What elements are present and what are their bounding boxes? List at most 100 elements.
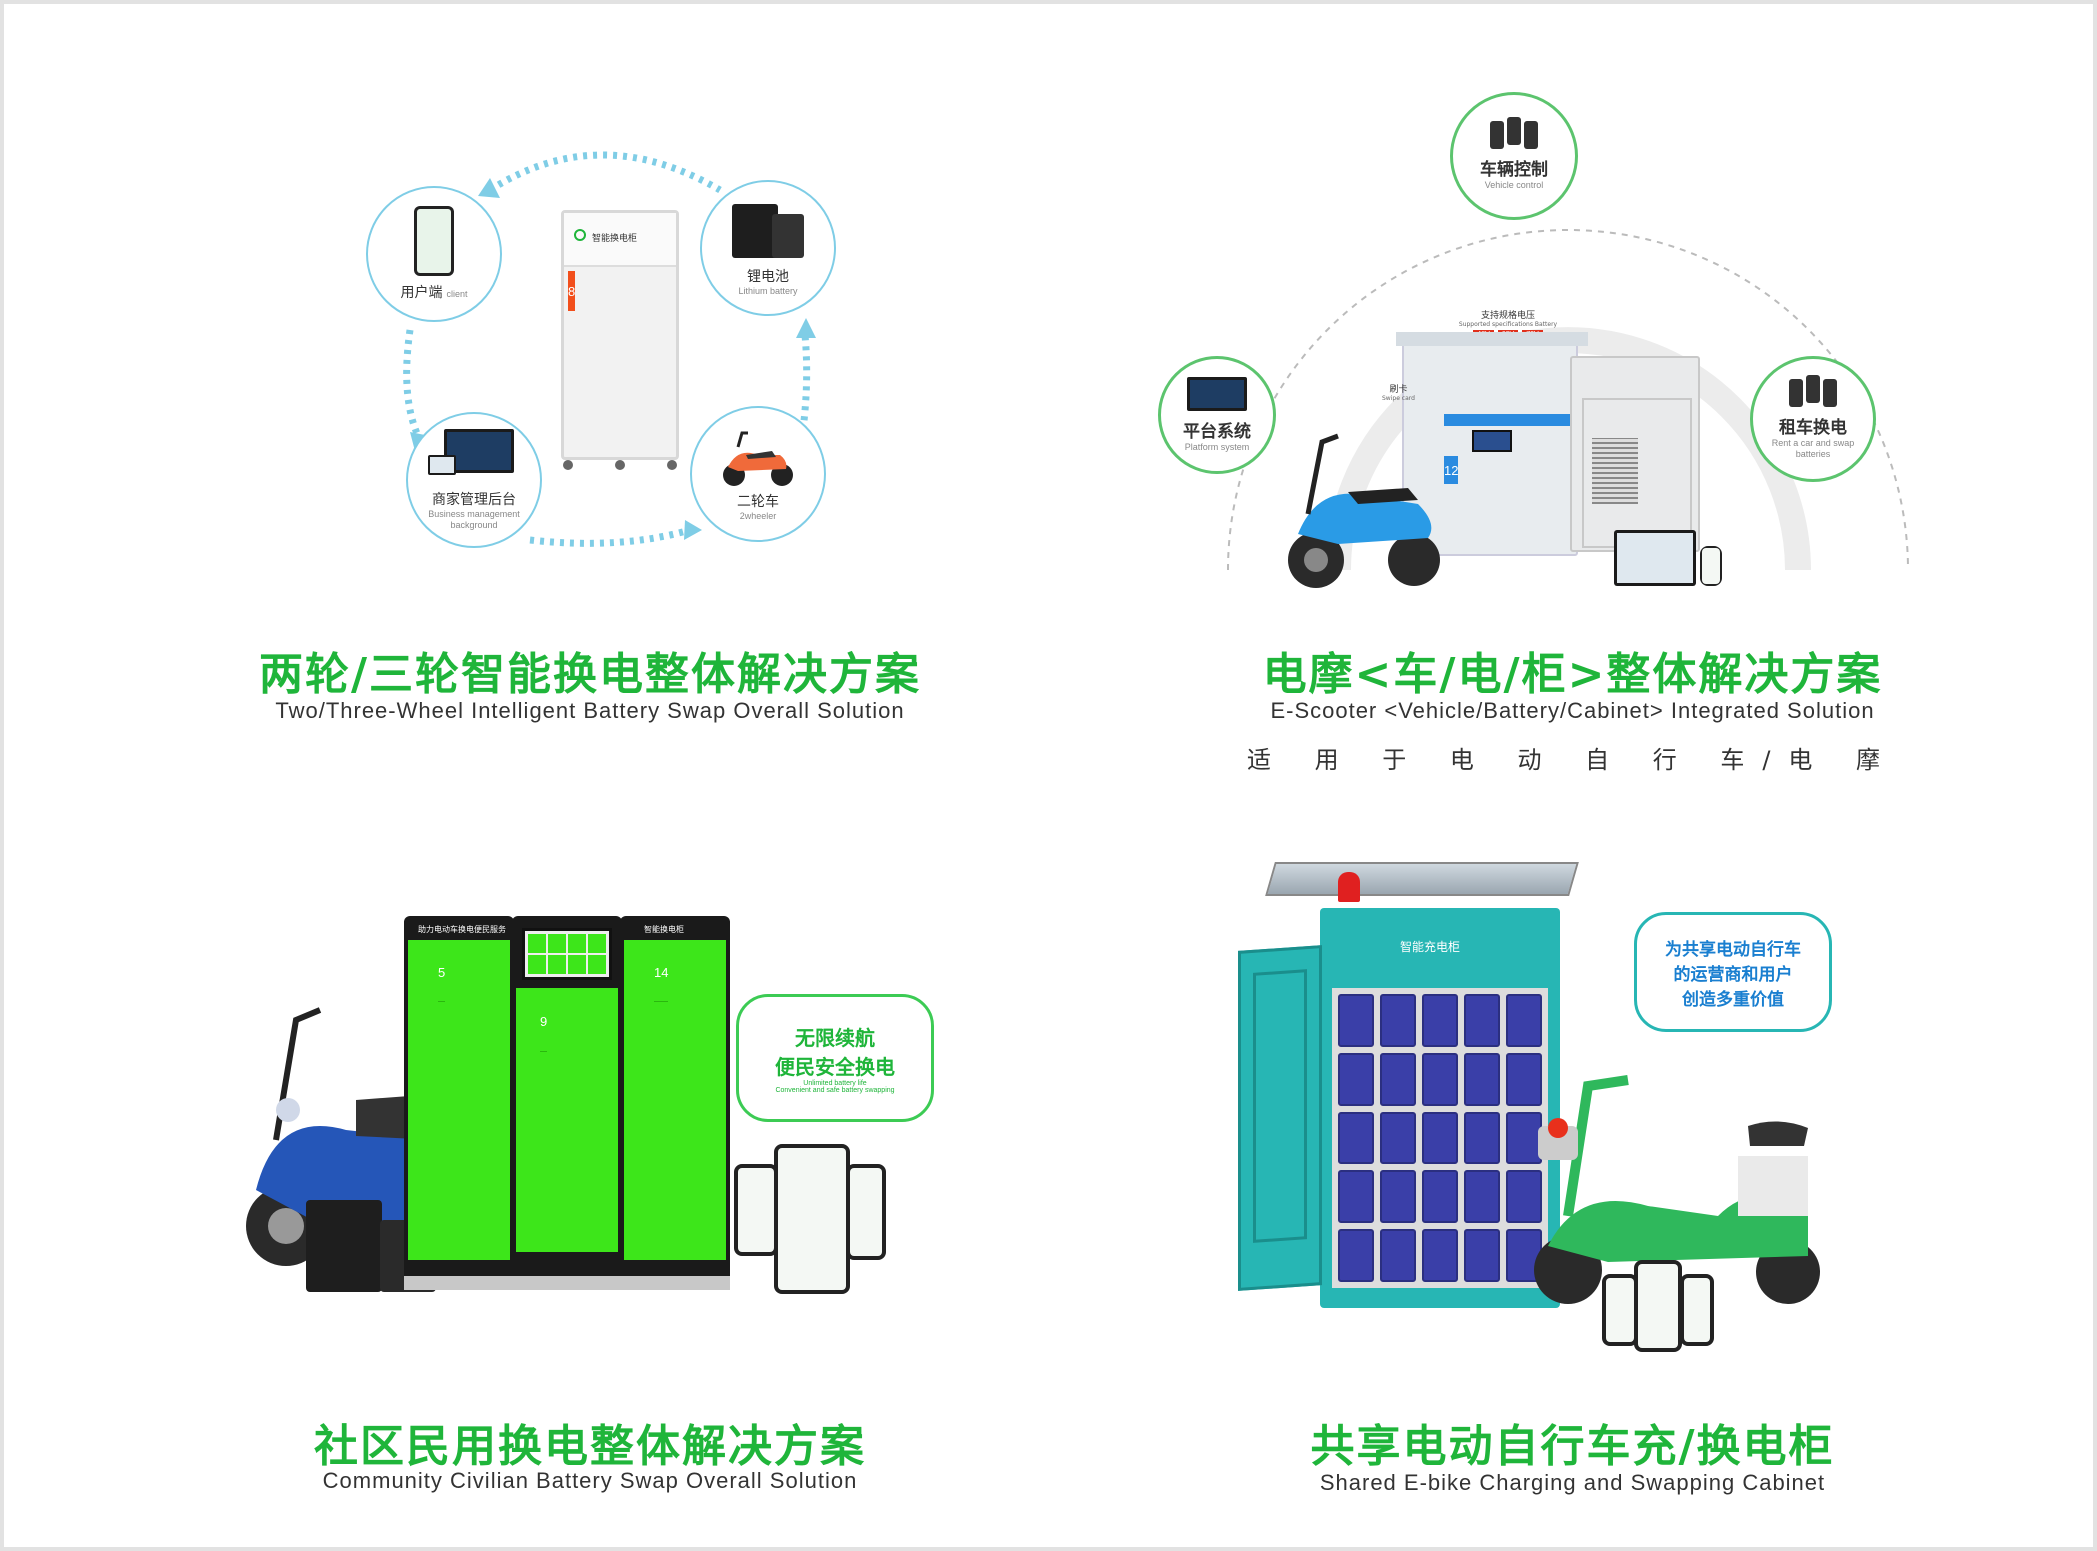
battery-swap-cabinet: 261037114812 [1396, 332, 1588, 556]
locker-door: 9 [540, 992, 548, 1052]
monitor-icon [426, 429, 522, 483]
battery-label: 锂电池 [747, 268, 789, 285]
phones-icon [1789, 374, 1837, 407]
client-label: 用户端 [400, 285, 443, 301]
phone-icon [774, 1144, 850, 1294]
platform-label-en: Platform system [1184, 442, 1250, 452]
vehicle-control-node: 车辆控制 Vehicle control [1450, 92, 1578, 220]
battery-grid [1332, 988, 1548, 1288]
rental-label-en: Rent a car and swap batteries [1771, 437, 1855, 459]
battery-slot [1380, 994, 1416, 1047]
bubble-line3: 创造多重价值 [1682, 989, 1784, 1010]
bubble-en2: Convenient and safe battery swapping [775, 1087, 895, 1094]
logo-icon [574, 229, 586, 241]
panel-shared-ebike: 智能充电柜 为共享电动自行车 的运营商和用户 创造多重价值 共享电动自行车充/换… [1048, 800, 2097, 1520]
voltage-label-en: Supported specifications Battery [1458, 321, 1558, 328]
battery-slot [1338, 994, 1374, 1047]
value-bubble: 为共享电动自行车 的运营商和用户 创造多重价值 [1634, 912, 1832, 1032]
battery-slot [1464, 1170, 1500, 1224]
rental-label: 租车换电 [1779, 417, 1847, 438]
battery-slot [1338, 1111, 1374, 1165]
locker-door: 8 [568, 271, 576, 311]
battery-slot [1380, 1229, 1416, 1282]
battery-slot [1422, 1052, 1458, 1106]
battery-slot [1506, 1052, 1542, 1106]
phone-icon [734, 1164, 778, 1256]
bubble-en1: Unlimited battery life [803, 1080, 867, 1087]
merchant-label: 商家管理后台 [432, 492, 516, 508]
locker-mid: 6789 [512, 916, 622, 1276]
warning-light-icon [1338, 872, 1360, 902]
locker-door: 14 [654, 944, 669, 1002]
locker-base [404, 1276, 730, 1290]
shared-ebike [1534, 1075, 1820, 1304]
phone-icon [1602, 1274, 1638, 1346]
battery-slot [1464, 1052, 1500, 1106]
battery-slot [1506, 1170, 1542, 1224]
two-wheeler-label-en: 2wheeler [739, 510, 777, 521]
locker-door: 12 [1444, 456, 1459, 484]
bubble-line2: 便民安全换电 [775, 1055, 895, 1079]
cabinet-roof [1396, 332, 1588, 346]
panel-community: 助力电动车换电便民服务 12345 6789 智能换电柜 1011121314 … [0, 800, 1048, 1520]
feature-bubble: 无限续航 便民安全换电 Unlimited battery life Conve… [736, 994, 934, 1122]
panel-e-scooter: 车辆控制 Vehicle control 平台系统 Platform syste… [1048, 0, 2097, 800]
battery-slot [1338, 1229, 1374, 1282]
door-column: 6789 [516, 988, 618, 1252]
bubble-line1: 为共享电动自行车 [1665, 939, 1801, 960]
battery-slot [1464, 1229, 1500, 1282]
client-node: 用户端 client [366, 186, 502, 322]
e-scooter [1288, 433, 1440, 588]
phones-icon [1490, 117, 1538, 149]
battery-slot [1422, 1229, 1458, 1282]
vehicle-control-label: 车辆控制 [1480, 160, 1548, 180]
door-column: 1011121314 [624, 940, 726, 1260]
two-wheeler-label: 二轮车 [737, 493, 779, 510]
locker-right-header: 智能换电柜 [644, 925, 684, 934]
vehicle-control-label-en: Vehicle control [1484, 180, 1544, 190]
cabinet-label: 智能充电柜 [1400, 940, 1461, 954]
battery-slot [1464, 1111, 1500, 1165]
two-wheeler-node: 二轮车 2wheeler [690, 406, 826, 542]
battery-slot [1338, 1052, 1374, 1106]
panel3-title: 社区民用换电整体解决方案 [314, 1421, 866, 1472]
panel2-cn-subtitle: 适 用 于 电 动 自 行 车/电 摩 [1246, 746, 1899, 774]
voltage-label: 支持规格电压 [1480, 311, 1535, 321]
client-label-en: client [446, 289, 468, 299]
battery-slot [1422, 1170, 1458, 1224]
card-label-en: Swipe card [1382, 395, 1415, 402]
battery-slot [1380, 1170, 1416, 1224]
panel2-title: 电摩<车/电/柜>整体解决方案 [1262, 649, 1883, 700]
panel4-title: 共享电动自行车充/换电柜 [1310, 1421, 1835, 1472]
phone-icon [414, 206, 454, 276]
platform-node: 平台系统 Platform system [1158, 356, 1276, 474]
door-column: 12345 [408, 940, 510, 1260]
swap-cabinet: 智能换电柜 12345678 [561, 210, 679, 460]
cabinet-header-label: 智能换电柜 [592, 234, 638, 244]
charging-cabinet [1570, 356, 1700, 552]
panel-two-three-wheel: 用户端 client 锂电池 Lithium battery 商家管理后台 Bu… [0, 0, 1048, 780]
battery-icon [728, 200, 808, 260]
locker-left: 助力电动车换电便民服务 12345 [404, 916, 514, 1276]
rental-node: 租车换电 Rent a car and swap batteries [1750, 356, 1876, 482]
battery-slot [1506, 1111, 1542, 1165]
card-label: 刷卡 [1389, 385, 1408, 395]
cabinet-door [1238, 945, 1322, 1291]
card-label-box: 刷卡 Swipe card [1382, 382, 1415, 402]
battery-node: 锂电池 Lithium battery [700, 180, 836, 316]
battery-slot [1338, 1170, 1374, 1224]
monitor-icon [1614, 530, 1696, 586]
battery-slot [1422, 1111, 1458, 1165]
door-grid: 12345678 [564, 267, 676, 311]
panel4-subtitle: Shared E-bike Charging and Swapping Cabi… [1319, 1470, 1826, 1495]
vent-icon [1592, 438, 1638, 504]
monitor-icon [1187, 377, 1247, 411]
solar-panel [1265, 862, 1579, 896]
panel1-subtitle: Two/Three-Wheel Intelligent Battery Swap… [275, 698, 905, 723]
phone-icon [1700, 546, 1722, 586]
locker-right: 智能换电柜 1011121314 [620, 916, 730, 1276]
cabinet-feet [563, 460, 677, 472]
merchant-label-en: Business management background [428, 509, 520, 530]
panel1-title: 两轮/三轮智能换电整体解决方案 [258, 649, 922, 700]
